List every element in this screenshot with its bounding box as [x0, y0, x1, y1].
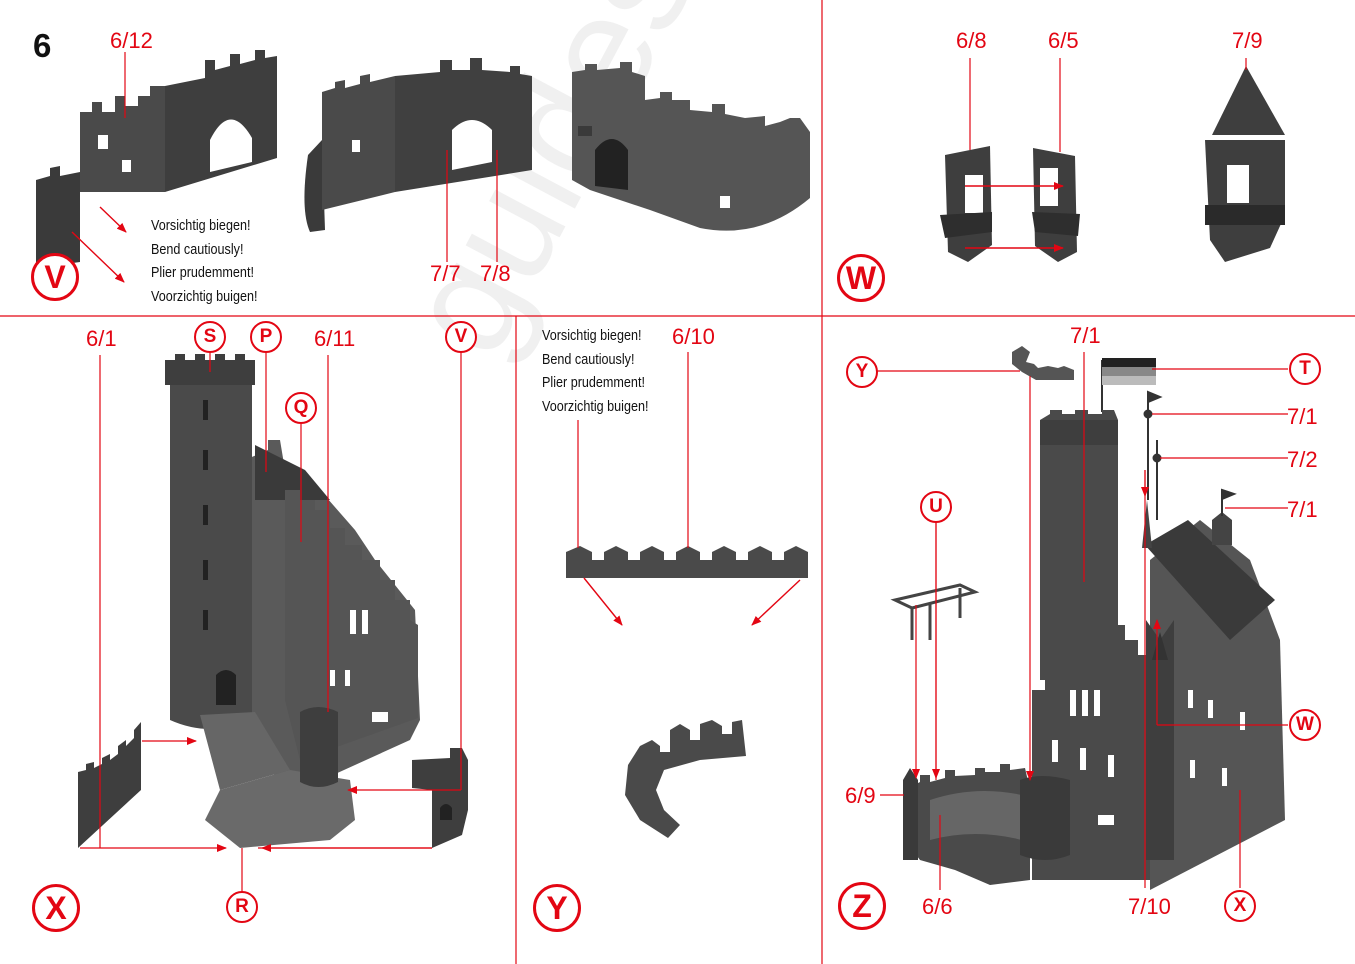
tower-half-right: [1032, 148, 1080, 262]
wall-part-curved: [304, 58, 532, 232]
label-6-12: 6/12: [110, 30, 153, 52]
label-7-1-top: 7/1: [1070, 325, 1101, 347]
bend-note-y-nl: Voorzichtig buigen!: [542, 395, 648, 419]
bend-note-de: Vorsichtig biegen!: [151, 214, 257, 238]
tower-assembled: [1205, 66, 1285, 262]
leaders-w: [970, 58, 1246, 152]
bend-note-y: Vorsichtig biegen! Bend cautiously! Plie…: [542, 324, 648, 418]
label-7-9: 7/9: [1232, 30, 1263, 52]
bend-note-y-fr: Plier prudemment!: [542, 371, 648, 395]
tower-half-left: [940, 146, 992, 262]
label-6-8: 6/8: [956, 30, 987, 52]
marker-w: W: [1289, 709, 1321, 741]
bend-note-y-de: Vorsichtig biegen!: [542, 324, 648, 348]
panel-badge-y: Y: [533, 884, 581, 932]
label-7-1-small: 7/1: [1287, 499, 1318, 521]
marker-y: Y: [846, 356, 878, 388]
marker-r: R: [226, 891, 258, 923]
battlement-curved: [625, 720, 746, 838]
label-7-10: 7/10: [1128, 896, 1171, 918]
marker-x: X: [1224, 890, 1256, 922]
label-6-11: 6/11: [314, 328, 355, 350]
marker-t: T: [1289, 353, 1321, 385]
marker-u: U: [920, 491, 952, 523]
label-6-6: 6/6: [922, 896, 953, 918]
label-6-9: 6/9: [845, 785, 876, 807]
panel-badge-v: V: [31, 253, 79, 301]
wall-part-painted: [572, 62, 810, 231]
bend-note-v: Vorsichtig biegen! Bend cautiously! Plie…: [151, 214, 257, 308]
castle-x: [165, 354, 420, 848]
panel-badge-x: X: [32, 884, 80, 932]
battlement-piece-z: [1012, 346, 1074, 380]
bend-arrows-v: [72, 207, 126, 282]
label-6-1: 6/1: [86, 328, 117, 350]
bend-note-en: Bend cautiously!: [151, 238, 257, 262]
label-7-1-pole: 7/1: [1287, 406, 1318, 428]
crane-frame-z: [895, 585, 975, 640]
marker-p: P: [250, 321, 282, 353]
panel-badge-z: Z: [838, 882, 886, 930]
label-6-5: 6/5: [1048, 30, 1079, 52]
bend-note-fr: Plier prudemment!: [151, 261, 257, 285]
battlement-strip: [566, 546, 808, 578]
marker-q: Q: [285, 392, 317, 424]
label-7-7: 7/7: [430, 263, 461, 285]
marker-s: S: [194, 321, 226, 353]
wall-x-left: [78, 706, 141, 848]
marker-v: V: [445, 321, 477, 353]
flagpoles-z: [1145, 392, 1235, 520]
wall-x-right: [412, 748, 468, 848]
step-number: 6: [33, 27, 51, 65]
bend-arrows-y: [584, 578, 800, 625]
label-6-10: 6/10: [672, 326, 715, 348]
label-7-2: 7/2: [1287, 449, 1318, 471]
bend-note-y-en: Bend cautiously!: [542, 348, 648, 372]
castle-z: [903, 410, 1285, 890]
label-7-8: 7/8: [480, 263, 511, 285]
panel-badge-w: W: [837, 254, 885, 302]
bend-note-nl: Voorzichtig buigen!: [151, 285, 257, 309]
